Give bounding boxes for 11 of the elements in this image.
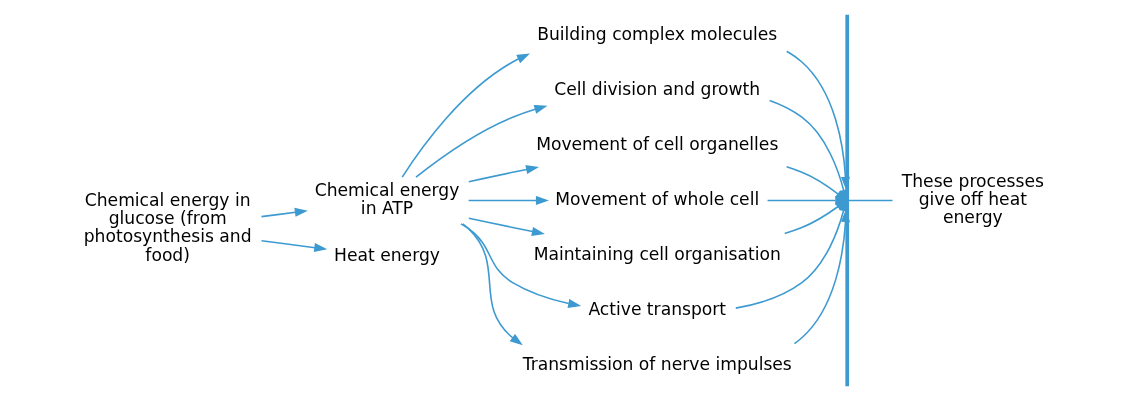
node-text: Transmission of nerve impulses: [522, 354, 792, 375]
node-text: Heat energy: [334, 245, 440, 266]
node-text: These processes give off heat energy: [901, 170, 1044, 228]
node-text: Building complex molecules: [537, 23, 778, 44]
node-text: Chemical energy in ATP: [314, 179, 460, 219]
node-text: Movement of cell organelles: [536, 133, 779, 154]
node-text: Cell division and growth: [554, 78, 761, 99]
node-text: Active transport: [588, 299, 727, 320]
node-text: Chemical energy in glucose (from photosynthesis and food): [83, 189, 252, 265]
node-text: Maintaining cell organisation: [533, 244, 781, 265]
node-text: Movement of whole cell: [555, 189, 760, 210]
